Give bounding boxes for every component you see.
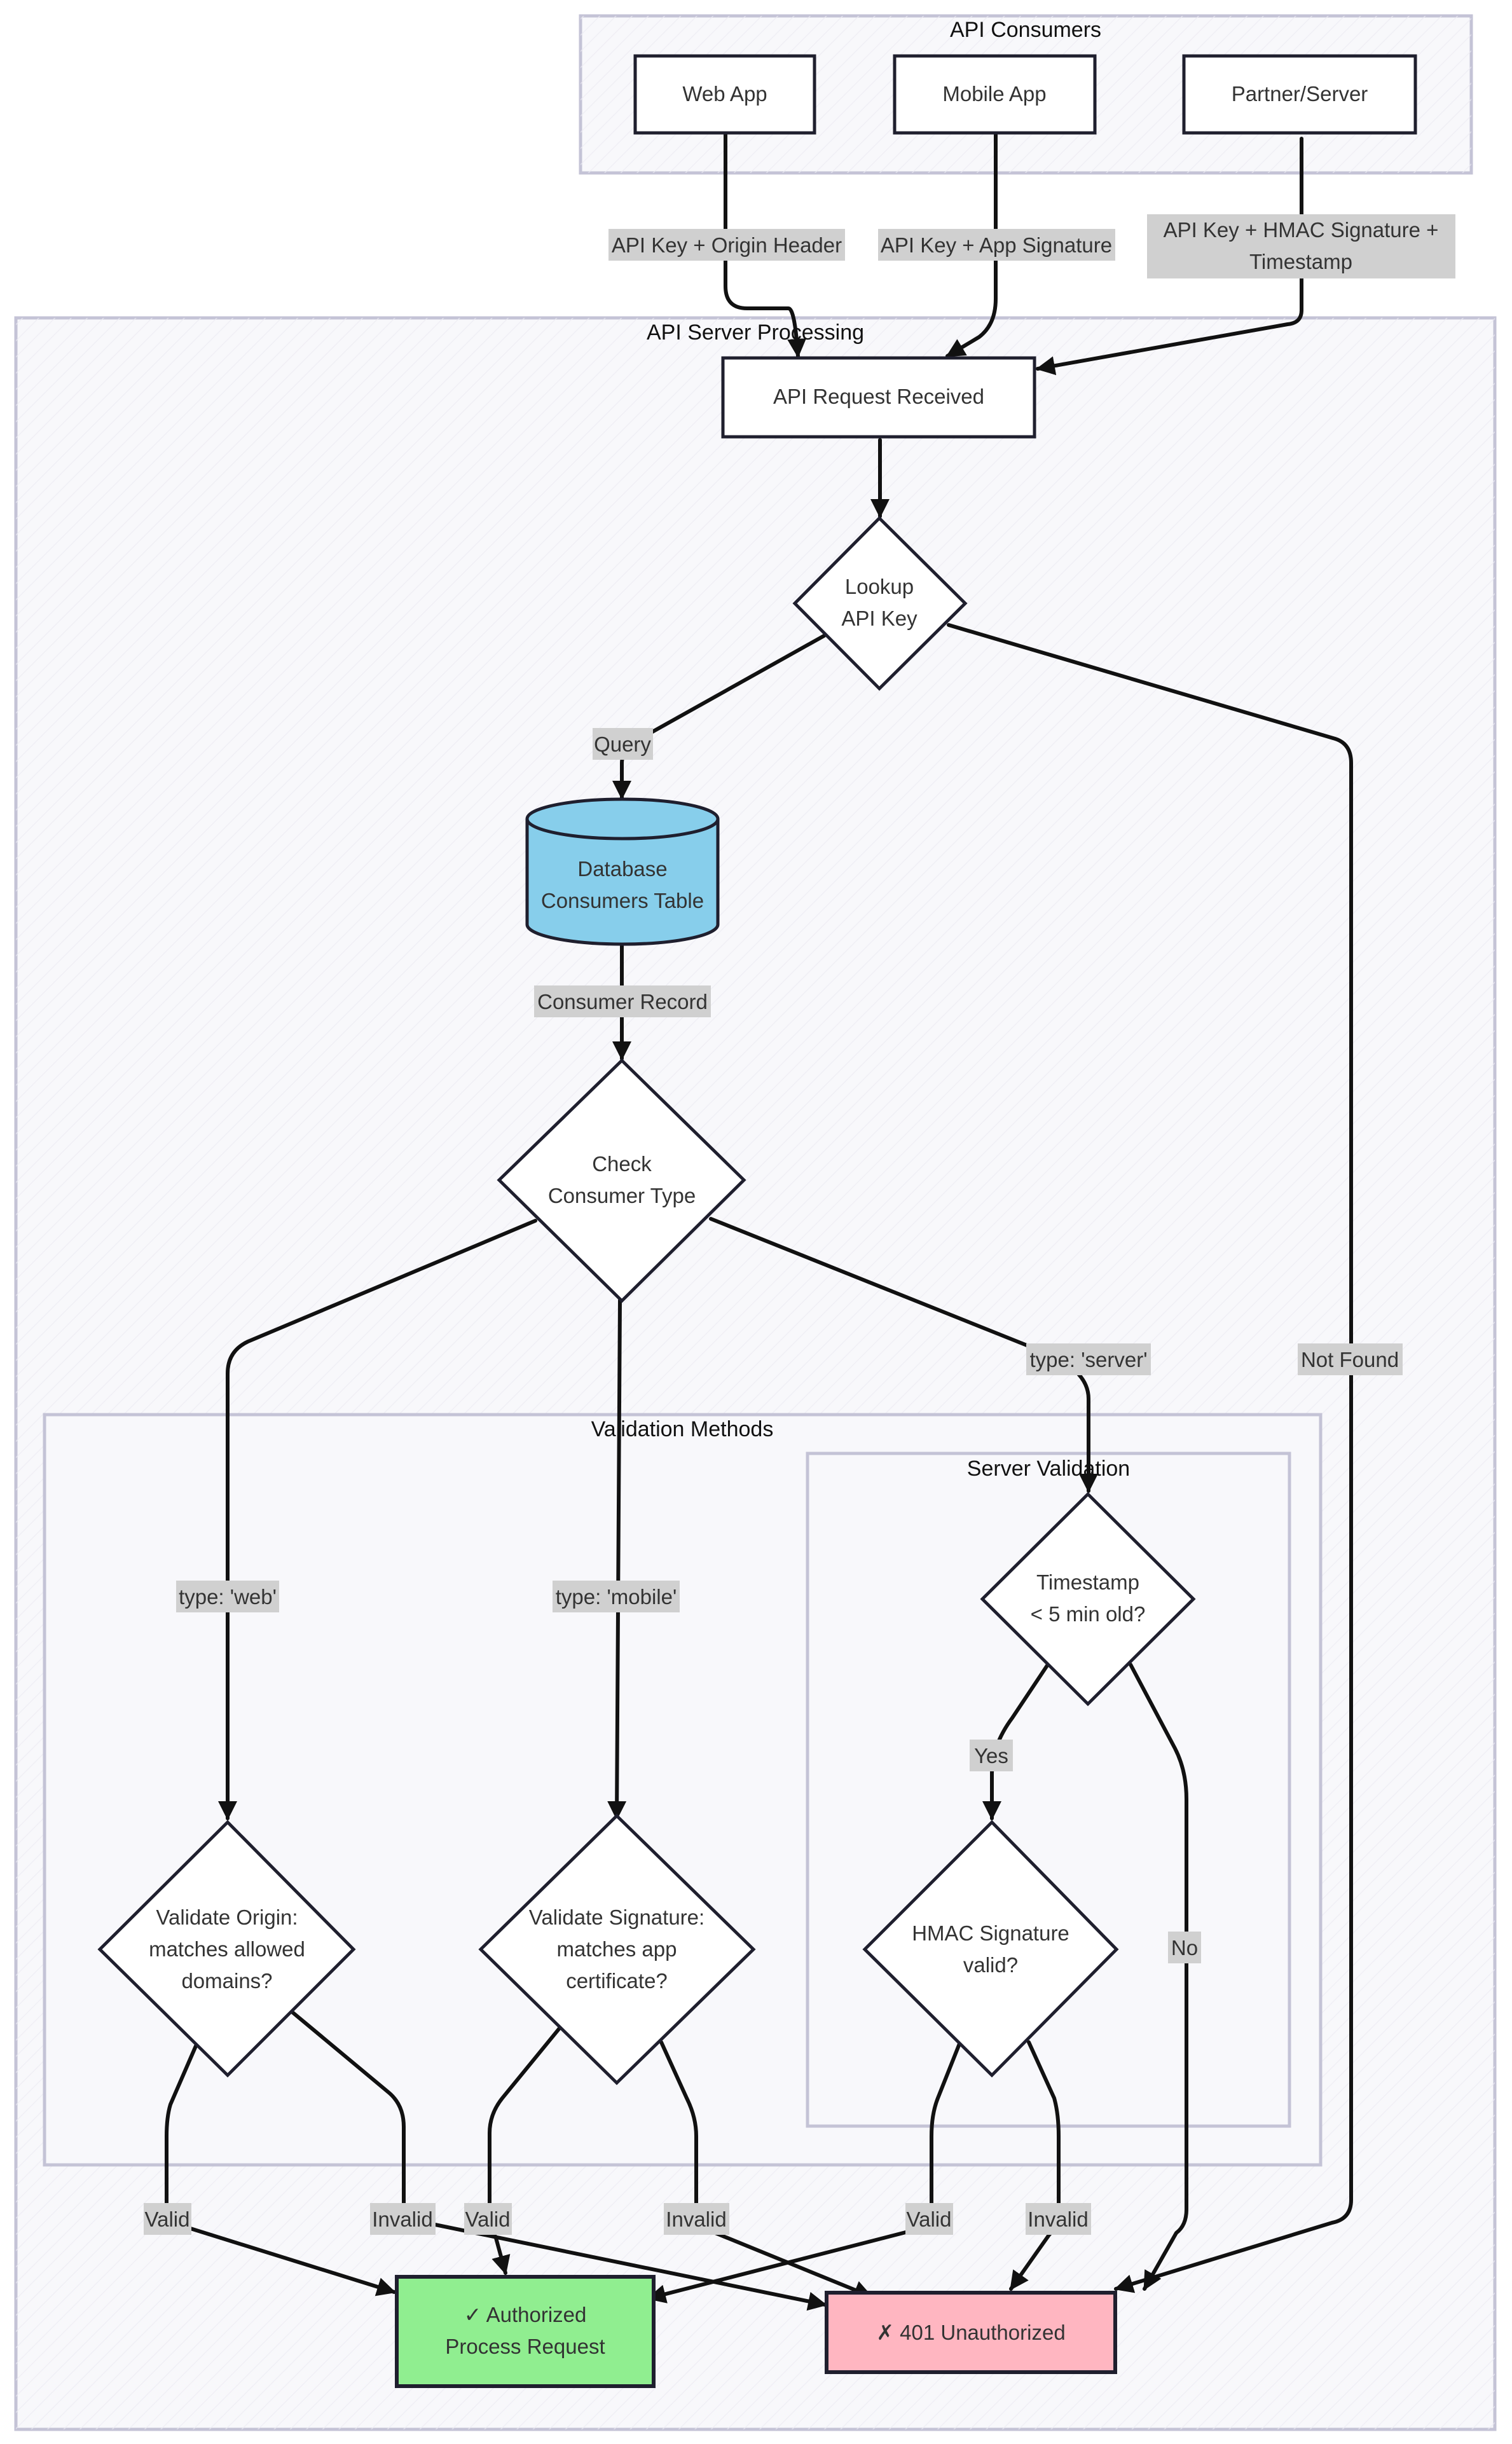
check-type-line2: Consumer Type	[548, 1184, 696, 1207]
timestamp-line2: < 5 min old?	[1031, 1602, 1146, 1626]
node-check-consumer-type: Check Consumer Type	[497, 1058, 746, 1303]
node-unauthorized: ✗ 401 Unauthorized	[825, 2291, 1117, 2374]
label-db-record: Consumer Record	[537, 990, 708, 1013]
label-hmac-valid: Valid	[907, 2207, 952, 2231]
label-type-server: type: 'server'	[1030, 1348, 1148, 1371]
edge-lookup-not-found	[947, 623, 1353, 2293]
node-lookup-api-key: Lookup API Key	[792, 516, 968, 691]
validate-signature-line2: matches app	[557, 1937, 677, 1961]
api-request-received-label: API Request Received	[773, 385, 984, 408]
label-signature-valid: Valid	[465, 2207, 511, 2231]
node-validate-signature: Validate Signature: matches app certific…	[478, 1813, 756, 2085]
label-origin-invalid: Invalid	[372, 2207, 432, 2231]
validate-origin-line3: domains?	[181, 1969, 272, 1993]
label-web-to-request: API Key + Origin Header	[612, 233, 842, 257]
label-type-web: type: 'web'	[179, 1585, 277, 1609]
lookup-line1: Lookup	[845, 575, 914, 598]
label-timestamp-no: No	[1171, 1936, 1198, 1960]
node-partner-server: Partner/Server	[1182, 54, 1417, 135]
authorized-line2: Process Request	[445, 2335, 605, 2358]
node-database-consumers-table: Database Consumers Table	[525, 797, 720, 946]
validate-signature-line1: Validate Signature:	[529, 1905, 704, 1929]
edge-web-to-request	[724, 133, 807, 358]
node-validate-origin: Validate Origin: matches allowed domains…	[97, 1820, 356, 2078]
label-hmac-invalid: Invalid	[1027, 2207, 1088, 2231]
unauthorized-label: ✗ 401 Unauthorized	[876, 2321, 1065, 2344]
check-type-line1: Check	[592, 1152, 652, 1176]
web-app-label: Web App	[682, 82, 767, 106]
edge-check-type-web	[218, 1219, 537, 1820]
label-timestamp-yes: Yes	[974, 1744, 1008, 1768]
validate-origin-line1: Validate Origin:	[156, 1905, 298, 1929]
node-hmac-signature-check: HMAC Signature valid?	[862, 1820, 1119, 2078]
partner-server-label: Partner/Server	[1232, 82, 1368, 106]
group-title-validation-methods: Validation Methods	[591, 1417, 774, 1441]
edge-check-type-mobile	[607, 1298, 627, 1820]
label-origin-valid: Valid	[145, 2207, 190, 2231]
validate-origin-line2: matches allowed	[149, 1937, 305, 1961]
label-type-mobile: type: 'mobile'	[556, 1585, 677, 1609]
database-line2: Consumers Table	[541, 889, 704, 912]
label-signature-invalid: Invalid	[666, 2207, 726, 2231]
label-partner-to-request-line1: API Key + HMAC Signature +	[1164, 218, 1439, 242]
group-title-api-consumers: API Consumers	[950, 18, 1101, 42]
edge-timestamp-no	[1129, 1663, 1188, 2291]
group-title-api-server-processing: API Server Processing	[647, 320, 864, 345]
node-timestamp-check: Timestamp < 5 min old?	[980, 1492, 1196, 1706]
label-mobile-to-request: API Key + App Signature	[881, 233, 1112, 257]
label-lookup-query: Query	[594, 732, 651, 756]
node-mobile-app: Mobile App	[893, 54, 1097, 135]
label-lookup-not-found: Not Found	[1301, 1348, 1399, 1371]
edge-mobile-to-request	[945, 133, 998, 358]
hmac-line2: valid?	[963, 1953, 1018, 1977]
lookup-line2: API Key	[841, 607, 918, 630]
node-api-request-received: API Request Received	[721, 356, 1036, 439]
node-web-app: Web App	[633, 54, 816, 135]
edge-partner-to-request	[1036, 137, 1303, 376]
authorized-line1: ✓ Authorized	[464, 2303, 587, 2326]
group-title-server-validation: Server Validation	[967, 1457, 1130, 1481]
edge-labels: API Key + Origin Header API Key + App Si…	[144, 214, 1455, 2235]
validate-signature-line3: certificate?	[566, 1969, 668, 1993]
label-partner-to-request-line2: Timestamp	[1249, 250, 1352, 273]
mobile-app-label: Mobile App	[942, 82, 1046, 106]
database-line1: Database	[577, 857, 667, 881]
timestamp-line1: Timestamp	[1036, 1570, 1139, 1594]
node-authorized: ✓ Authorized Process Request	[395, 2275, 656, 2388]
hmac-line1: HMAC Signature	[912, 1921, 1069, 1945]
